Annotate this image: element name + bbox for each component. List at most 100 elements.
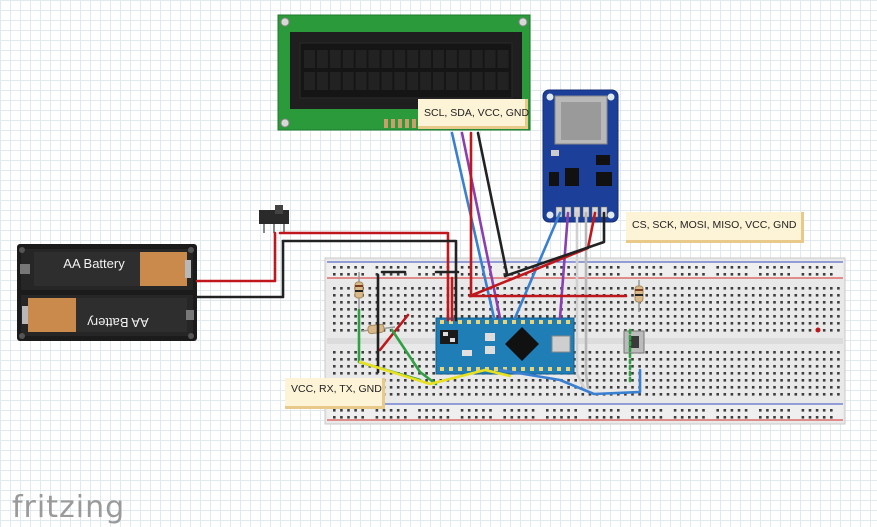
breadboard-hole xyxy=(602,315,606,318)
breadboard-hole xyxy=(673,273,677,276)
breadboard-hole xyxy=(808,409,812,412)
breadboard-hole xyxy=(460,301,464,304)
breadboard-hole xyxy=(830,416,833,419)
breadboard-hole xyxy=(439,294,443,297)
breadboard-hole xyxy=(666,351,670,354)
breadboard-hole xyxy=(467,379,471,382)
breadboard-hole xyxy=(354,372,357,375)
lcd-pins xyxy=(384,119,416,128)
breadboard-hole xyxy=(659,322,663,325)
breadboard-hole xyxy=(751,301,755,304)
breadboard-hole xyxy=(418,315,421,318)
breadboard-hole xyxy=(595,416,599,419)
breadboard-hole xyxy=(567,393,570,396)
breadboard-hole xyxy=(531,315,535,318)
breadboard-hole xyxy=(837,329,840,332)
breadboard-hole xyxy=(354,266,357,269)
breadboard-hole xyxy=(553,287,556,290)
breadboard-hole xyxy=(496,393,499,396)
lcd-char-cell xyxy=(394,72,406,90)
breadboard-hole xyxy=(737,287,741,290)
breadboard-hole xyxy=(631,379,634,382)
breadboard-hole xyxy=(354,273,357,276)
breadboard-hole xyxy=(602,416,606,419)
breadboard-hole xyxy=(645,416,648,419)
breadboard-hole xyxy=(404,379,407,382)
breadboard-hole xyxy=(439,315,443,318)
breadboard-hole xyxy=(751,294,755,297)
lcd-char-cell xyxy=(471,50,483,68)
wires xyxy=(195,131,642,396)
breadboard-hole xyxy=(624,393,627,396)
breadboard-hole xyxy=(574,409,577,412)
breadboard-hole xyxy=(524,386,528,389)
breadboard-hole xyxy=(588,308,592,311)
breadboard-hole xyxy=(418,386,421,389)
breadboard-hole xyxy=(425,266,428,269)
breadboard-hole xyxy=(730,266,734,269)
breadboard-hole xyxy=(631,409,634,412)
breadboard-hole xyxy=(716,287,719,290)
lcd-char-cell xyxy=(407,50,419,68)
breadboard-hole xyxy=(787,294,790,297)
breadboard-hole xyxy=(425,308,428,311)
breadboard-hole xyxy=(688,386,691,389)
breadboard-hole xyxy=(382,308,386,311)
lcd-char-cell xyxy=(316,72,328,90)
lcd-character-cells xyxy=(304,50,509,90)
breadboard-hole xyxy=(439,287,443,290)
breadboard-hole xyxy=(389,308,393,311)
breadboard-hole xyxy=(780,386,783,389)
breadboard-hole xyxy=(659,301,663,304)
breadboard-hole xyxy=(588,329,592,332)
breadboard-hole xyxy=(680,329,684,332)
breadboard-hole xyxy=(631,329,634,332)
breadboard-hole xyxy=(333,315,336,318)
breadboard-hole xyxy=(361,308,364,311)
breadboard-hole xyxy=(340,365,343,368)
breadboard-hole xyxy=(751,358,755,361)
breadboard-hole xyxy=(617,372,620,375)
nano-pin xyxy=(503,320,507,324)
breadboard-hole xyxy=(730,294,734,297)
breadboard-hole xyxy=(723,358,727,361)
breadboard-hole xyxy=(382,294,386,297)
breadboard-hole xyxy=(617,322,620,325)
breadboard-hole xyxy=(404,351,407,354)
lcd-char-cell xyxy=(445,50,457,68)
breadboard-hole xyxy=(787,287,790,290)
breadboard-hole xyxy=(517,301,521,304)
breadboard-hole xyxy=(830,287,833,290)
breadboard-hole xyxy=(645,301,648,304)
breadboard-hole xyxy=(453,386,457,389)
breadboard-hole xyxy=(588,379,592,382)
breadboard-hole xyxy=(822,379,826,382)
breadboard-hole xyxy=(340,322,343,325)
breadboard-hole xyxy=(787,365,790,368)
breadboard-hole xyxy=(773,386,776,389)
breadboard-hole xyxy=(773,266,776,269)
breadboard-hole xyxy=(709,308,712,311)
breadboard-hole xyxy=(815,409,819,412)
breadboard-hole xyxy=(396,351,400,354)
breadboard-hole xyxy=(723,322,727,325)
breadboard-hole xyxy=(411,322,414,325)
breadboard-hole xyxy=(588,273,592,276)
wire-battery-negative xyxy=(195,239,285,299)
breadboard-hole xyxy=(737,358,741,361)
breadboard-hole xyxy=(631,372,634,375)
breadboard-hole xyxy=(638,266,641,269)
breadboard-hole xyxy=(680,358,684,361)
breadboard-hole xyxy=(645,351,648,354)
breadboard-hole xyxy=(453,393,457,396)
breadboard-hole xyxy=(588,386,592,389)
breadboard-hole xyxy=(361,365,364,368)
breadboard-hole xyxy=(666,379,670,382)
breadboard-hole xyxy=(624,287,627,290)
nano-pin xyxy=(440,320,444,324)
breadboard-hole xyxy=(652,372,656,375)
breadboard-hole xyxy=(695,358,698,361)
breadboard-hole xyxy=(666,308,670,311)
breadboard-hole xyxy=(751,322,755,325)
breadboard-hole xyxy=(830,386,833,389)
